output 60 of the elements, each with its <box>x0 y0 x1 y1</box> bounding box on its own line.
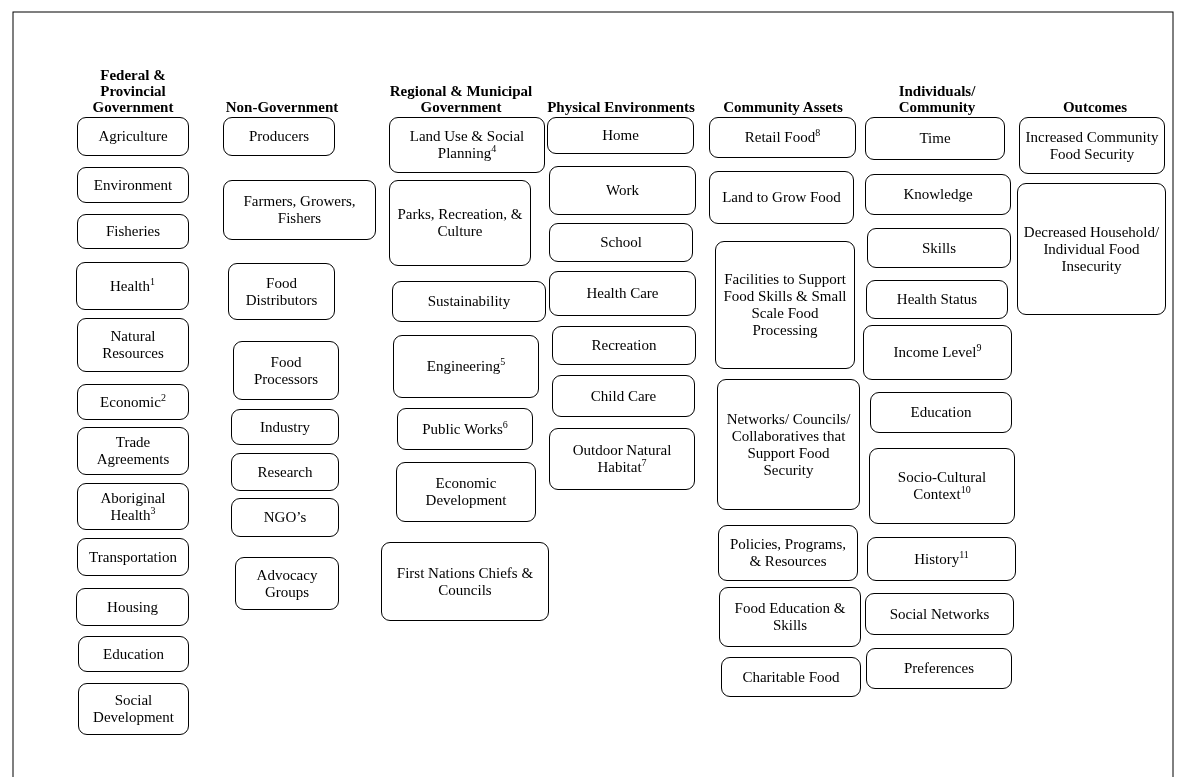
category-box: Natural Resources <box>77 318 189 372</box>
category-box: Retail Food$^{8}$ <box>709 117 856 158</box>
category-box: Policies, Programs, & Resources <box>718 525 858 581</box>
column-heading: Physical Environments <box>546 98 696 115</box>
column-heading: Regional & Municipal Government <box>388 82 534 115</box>
column-heading: Community Assets <box>722 98 844 115</box>
category-box: Social Development <box>78 683 189 735</box>
category-box: Agriculture <box>77 117 189 156</box>
column-heading: Individuals/ Community <box>897 82 977 115</box>
category-box: Health Care <box>549 271 696 316</box>
category-box: Decreased Household/ Individual Food Insecurity <box>1017 183 1166 315</box>
category-box: Housing <box>76 588 189 626</box>
category-box: Food Processors <box>233 341 339 400</box>
category-box: Economic Development <box>396 462 536 522</box>
category-box: Fisheries <box>77 214 189 249</box>
category-box: Land Use & Social Planning$^{4}$ <box>389 117 545 173</box>
category-box: School <box>549 223 693 262</box>
category-box: Socio-Cultural Context$^{10}$ <box>869 448 1015 524</box>
category-box: Recreation <box>552 326 696 365</box>
category-box: Education <box>870 392 1012 433</box>
category-box: History$^{11}$ <box>867 537 1016 581</box>
category-box: Advocacy Groups <box>235 557 339 610</box>
category-box: Food Distributors <box>228 263 335 320</box>
category-box: First Nations Chiefs & Councils <box>381 542 549 621</box>
category-box: Research <box>231 453 339 491</box>
category-box: Health$^{1}$ <box>76 262 189 310</box>
category-box: Education <box>78 636 189 672</box>
category-box: Environment <box>77 167 189 203</box>
category-box: Farmers, Growers, Fishers <box>223 180 376 240</box>
category-box: Food Education & Skills <box>719 587 861 647</box>
category-box: Knowledge <box>865 174 1011 215</box>
category-box: Industry <box>231 409 339 445</box>
category-box: Sustainability <box>392 281 546 322</box>
category-box: Social Networks <box>865 593 1014 635</box>
column-heading: Non-Government <box>224 98 340 115</box>
category-box: Producers <box>223 117 335 156</box>
category-box: Transportation <box>77 538 189 576</box>
category-box: Facilities to Support Food Skills & Small Scale Food Processing <box>715 241 855 369</box>
category-box: Economic$^{2}$ <box>77 384 189 420</box>
category-box: Outdoor Natural Habitat$^{7}$ <box>549 428 695 490</box>
category-box: Aboriginal Health$^{3}$ <box>77 483 189 530</box>
category-box: Networks/ Councils/ Collaboratives that Support Food Security <box>717 379 860 510</box>
category-box: Parks, Recreation, & Culture <box>389 180 531 266</box>
category-box: Charitable Food <box>721 657 861 697</box>
column-heading: Federal & Provincial Government <box>91 66 175 115</box>
category-box: Work <box>549 166 696 215</box>
category-box: Time <box>865 117 1005 160</box>
column-heading: Outcomes <box>1061 98 1129 115</box>
category-box: Engineering$^{5}$ <box>393 335 539 398</box>
category-box: Increased Community Food Security <box>1019 117 1165 174</box>
category-box: Income Level$^{9}$ <box>863 325 1012 380</box>
category-box: Land to Grow Food <box>709 171 854 224</box>
category-box: Skills <box>867 228 1011 268</box>
category-box: Child Care <box>552 375 695 417</box>
category-box: Public Works$^{6}$ <box>397 408 533 450</box>
category-box: Health Status <box>866 280 1008 319</box>
category-box: Trade Agreements <box>77 427 189 475</box>
category-box: NGO’s <box>231 498 339 537</box>
category-box: Preferences <box>866 648 1012 689</box>
category-box: Home <box>547 117 694 154</box>
